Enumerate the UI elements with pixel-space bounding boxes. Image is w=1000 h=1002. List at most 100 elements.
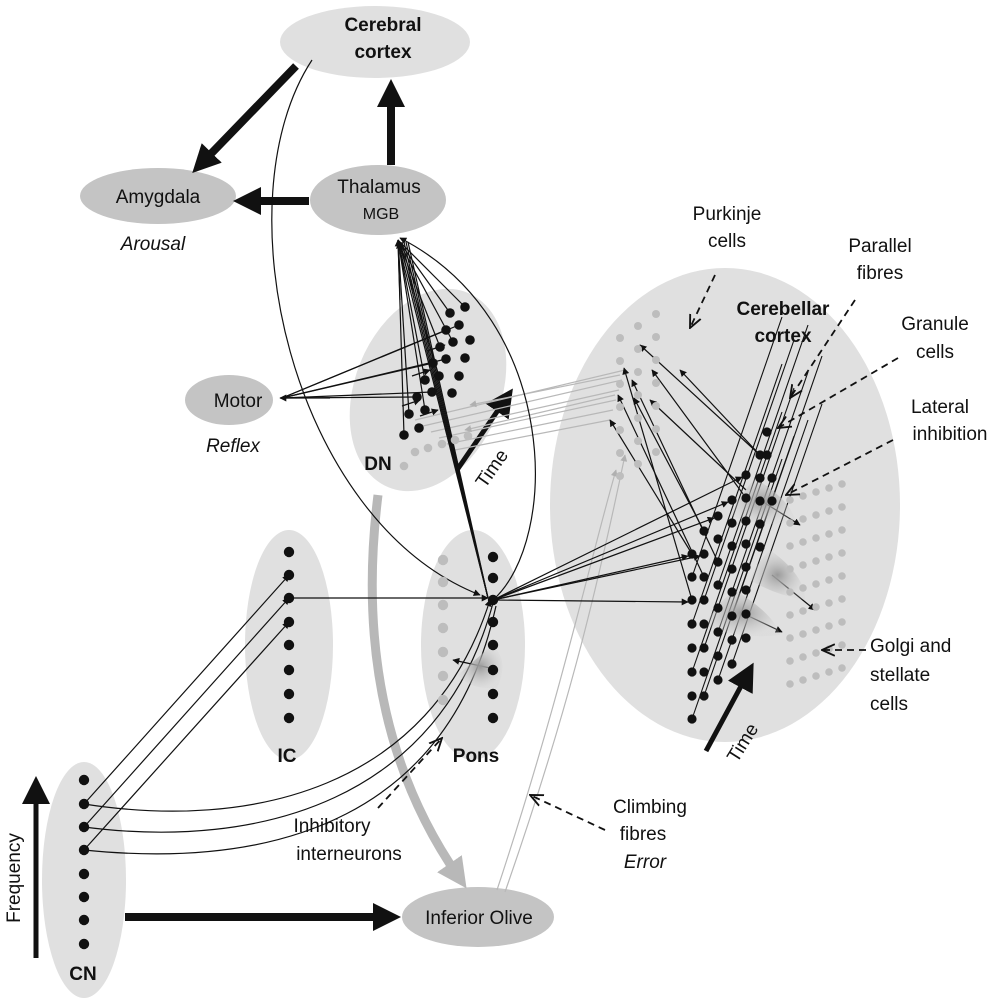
ic-neuron bbox=[283, 664, 295, 676]
pons-to-granule-fibre bbox=[492, 476, 743, 601]
golgi-stellate-cell bbox=[838, 641, 846, 649]
cerebral-cortex-label: Cerebral bbox=[344, 15, 421, 36]
lateral-label-2: inhibition bbox=[913, 424, 988, 445]
golgi-stellate-cell bbox=[825, 645, 833, 653]
motor-label: Motor bbox=[214, 391, 263, 412]
granule-cell bbox=[741, 585, 751, 595]
pons-neuron bbox=[487, 639, 499, 651]
ic-neuron bbox=[283, 688, 295, 700]
cn-to-ic-fibre bbox=[83, 574, 290, 805]
purkinje-cell bbox=[652, 448, 660, 456]
pons-to-granule-fibre bbox=[492, 553, 689, 601]
golgi-stellate-cell bbox=[838, 526, 846, 534]
granule-label: Granule bbox=[901, 314, 969, 335]
golgi-stellate-cell bbox=[812, 649, 820, 657]
granule-to-purkinje-fibre bbox=[617, 394, 705, 578]
golgi-stellate-cell bbox=[825, 484, 833, 492]
golgi-stellate-cell bbox=[812, 672, 820, 680]
granule-cell bbox=[713, 603, 723, 613]
purkinje-to-dn-fibre bbox=[446, 409, 614, 445]
granule-cell bbox=[741, 633, 751, 643]
granule-cell bbox=[699, 619, 709, 629]
climbing-pointer bbox=[530, 795, 606, 831]
golgi-stellate-cell bbox=[786, 565, 794, 573]
golgi-label: Golgi and bbox=[870, 636, 951, 657]
granule-cell bbox=[687, 619, 697, 629]
cerebellar-cortex-label-2: cortex bbox=[754, 326, 811, 347]
climbing-label-2: fibres bbox=[620, 824, 666, 845]
cn-label: CN bbox=[69, 964, 96, 985]
pons-neuron bbox=[487, 712, 499, 724]
granule-cell bbox=[755, 473, 765, 483]
golgi-label-3: cells bbox=[870, 694, 908, 715]
granule-cell bbox=[687, 595, 697, 605]
cortex-to-pons-loop bbox=[271, 59, 481, 596]
dn-neuron bbox=[441, 325, 451, 335]
golgi-stellate-cell bbox=[812, 580, 820, 588]
granule-cell bbox=[741, 516, 751, 526]
granule-cell bbox=[713, 511, 723, 521]
pons-neuron bbox=[487, 551, 499, 563]
golgi-stellate-cell bbox=[799, 515, 807, 523]
purkinje-cell bbox=[652, 356, 660, 364]
golgi-stellate-cell bbox=[786, 542, 794, 550]
granule-cell bbox=[755, 496, 765, 506]
dn-neuron bbox=[420, 405, 430, 415]
granule-to-purkinje-fibre bbox=[633, 397, 705, 532]
granule-cell bbox=[687, 667, 697, 677]
cn-neuron bbox=[78, 821, 90, 833]
golgi-stellate-cell bbox=[838, 480, 846, 488]
pons-interneuron bbox=[437, 646, 449, 658]
golgi-stellate-cell bbox=[786, 634, 794, 642]
pons-neuron bbox=[487, 616, 499, 628]
granule-cell bbox=[727, 659, 737, 669]
golgi-stellate-cell bbox=[812, 626, 820, 634]
dn-neuron bbox=[441, 354, 451, 364]
granule-cell bbox=[687, 691, 697, 701]
granule-cell bbox=[741, 539, 751, 549]
dn-to-motor-fibre bbox=[281, 391, 433, 399]
dn-neuron bbox=[460, 302, 470, 312]
climbing-fibre bbox=[496, 469, 618, 891]
granule-cell bbox=[741, 493, 751, 503]
golgi-stellate-cell bbox=[825, 599, 833, 607]
granule-cell bbox=[699, 643, 709, 653]
ic-label: IC bbox=[278, 746, 297, 767]
granule-cell bbox=[727, 541, 737, 551]
dn-neuron bbox=[412, 392, 422, 402]
inhibition-field-cb-2 bbox=[750, 550, 805, 600]
dn-to-thalamus-fibre bbox=[397, 239, 426, 381]
ic-neuron bbox=[283, 616, 295, 628]
granule-cell bbox=[687, 643, 697, 653]
granule-cell bbox=[687, 572, 697, 582]
granule-cell bbox=[699, 595, 709, 605]
purkinje-to-dn-fibre bbox=[469, 374, 621, 408]
golgi-stellate-cell bbox=[825, 507, 833, 515]
golgi-stellate-cell bbox=[838, 503, 846, 511]
parallel-fibre bbox=[691, 363, 783, 625]
dn-neuron bbox=[454, 371, 464, 381]
mgb-label: MGB bbox=[363, 206, 399, 223]
dn-interneuron bbox=[399, 461, 409, 471]
golgi-stellate-cell bbox=[799, 607, 807, 615]
pons-neuron bbox=[487, 664, 499, 676]
granule-cell bbox=[699, 526, 709, 536]
reflex-label: Reflex bbox=[206, 436, 261, 457]
golgi-stellate-cell bbox=[812, 511, 820, 519]
parallel-fibre bbox=[703, 339, 795, 601]
granule-cell bbox=[687, 714, 697, 724]
cerebellar-cortex-region bbox=[550, 268, 900, 742]
granule-to-purkinje-fibre bbox=[639, 344, 761, 456]
dn-to-olive-arrow bbox=[367, 494, 467, 889]
major-pathways bbox=[22, 63, 754, 958]
granule-cell bbox=[699, 667, 709, 677]
dn-label: DN bbox=[364, 454, 391, 475]
granule-cell bbox=[699, 691, 709, 701]
amygdala-label: Amygdala bbox=[116, 187, 201, 208]
golgi-stellate-cell bbox=[838, 618, 846, 626]
granule-cell bbox=[727, 518, 737, 528]
inferior-olive-label: Inferior Olive bbox=[425, 908, 533, 929]
purkinje-cell bbox=[652, 425, 660, 433]
dn-interneuron bbox=[423, 443, 433, 453]
